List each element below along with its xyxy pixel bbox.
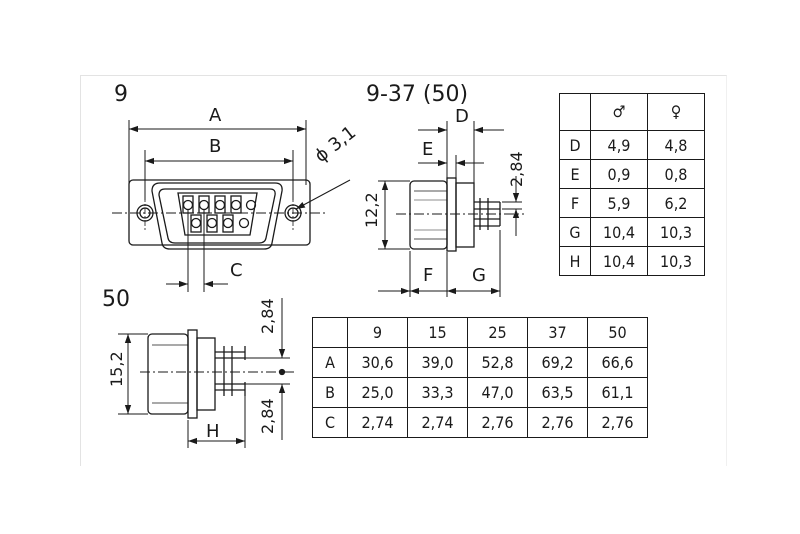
table-cell: 10,3 (647, 246, 705, 276)
front-view-9 (112, 120, 351, 292)
dim-label-2-84-lower: 2,84 (258, 398, 277, 434)
row-label: B (312, 377, 348, 408)
table-row: F 5,9 6,2 (559, 188, 705, 218)
table-cell: 69,2 (527, 347, 588, 378)
view-label-50: 50 (102, 287, 130, 312)
row-label: F (559, 188, 591, 218)
dim-label-d: D (455, 106, 469, 127)
table-row: A 30,6 39,0 52,8 69,2 66,6 (312, 347, 648, 378)
dim-label-g: G (472, 265, 486, 286)
table-cell: 10,4 (590, 246, 648, 276)
table-cell: 47,0 (467, 377, 528, 408)
table-row: C 2,74 2,74 2,76 2,76 2,76 (312, 407, 648, 438)
table-cell: 6,2 (647, 188, 705, 218)
row-label: C (312, 407, 348, 438)
male-symbol-icon: ♂ (590, 93, 648, 131)
table-cell: 66,6 (587, 347, 648, 378)
dim-label-a: A (209, 105, 222, 126)
table-cell: 2,76 (467, 407, 528, 438)
table-cell: 4,9 (590, 130, 648, 160)
table-cell: 2,76 (527, 407, 588, 438)
table-header-row: ♂ ♀ (559, 93, 705, 131)
table-header-row: 9 15 25 37 50 (312, 317, 648, 348)
table-cell: 39,0 (407, 347, 468, 378)
row-label: E (559, 159, 591, 189)
table-cell: 30,6 (347, 347, 408, 378)
table-row: D 4,9 4,8 (559, 130, 705, 160)
column-header: 9 (347, 317, 408, 348)
size-dimension-table: 9 15 25 37 50 A 30,6 39,0 52,8 69,2 66,6… (312, 317, 648, 438)
dim-label-2-84-side: 2,84 (507, 151, 526, 187)
table-row: E 0,9 0,8 (559, 159, 705, 189)
table-row: H 10,4 10,3 (559, 246, 705, 276)
dim-label-12-2: 12,2 (362, 192, 381, 228)
column-header: 15 (407, 317, 468, 348)
view-label-9: 9 (114, 82, 128, 107)
side-view-9-37 (378, 121, 524, 297)
side-view-50 (118, 298, 296, 448)
table-row: G 10,4 10,3 (559, 217, 705, 247)
view-label-9-37-50: 9-37 (50) (366, 82, 469, 107)
table-cell: 0,9 (590, 159, 648, 189)
table-cell: 61,1 (587, 377, 648, 408)
column-header: 25 (467, 317, 528, 348)
table-cell: 33,3 (407, 377, 468, 408)
table-cell: 2,74 (347, 407, 408, 438)
row-label: G (559, 217, 591, 247)
table-cell: 10,4 (590, 217, 648, 247)
column-header: 50 (587, 317, 648, 348)
table-cell: 2,74 (407, 407, 468, 438)
table-cell: 10,3 (647, 217, 705, 247)
row-label: H (559, 246, 591, 276)
dim-label-15-2: 15,2 (107, 351, 126, 387)
dim-label-f: F (423, 265, 434, 286)
table-cell: 2,76 (587, 407, 648, 438)
contact-pins-lower (190, 214, 250, 233)
column-header: 37 (527, 317, 588, 348)
row-label: D (559, 130, 591, 160)
dim-label-2-84-upper: 2,84 (258, 298, 277, 334)
table-row: B 25,0 33,3 47,0 63,5 61,1 (312, 377, 648, 408)
table-cell: 52,8 (467, 347, 528, 378)
dim-label-b: B (209, 136, 222, 157)
table-cell: 63,5 (527, 377, 588, 408)
row-label: A (312, 347, 348, 378)
table-corner (312, 317, 348, 348)
dim-label-h: H (206, 421, 220, 442)
table-cell: 25,0 (347, 377, 408, 408)
table-cell: 4,8 (647, 130, 705, 160)
gender-dimension-table: ♂ ♀ D 4,9 4,8 E 0,9 0,8 F 5,9 6,2 G 10,4… (559, 93, 705, 276)
dim-label-c: C (230, 260, 243, 281)
table-cell: 0,8 (647, 159, 705, 189)
table-cell: 5,9 (590, 188, 648, 218)
table-corner (559, 93, 591, 131)
female-symbol-icon: ♀ (647, 93, 705, 131)
contact-pins-upper (182, 195, 257, 214)
dim-label-e: E (422, 139, 434, 160)
drawing-frame (80, 75, 727, 466)
